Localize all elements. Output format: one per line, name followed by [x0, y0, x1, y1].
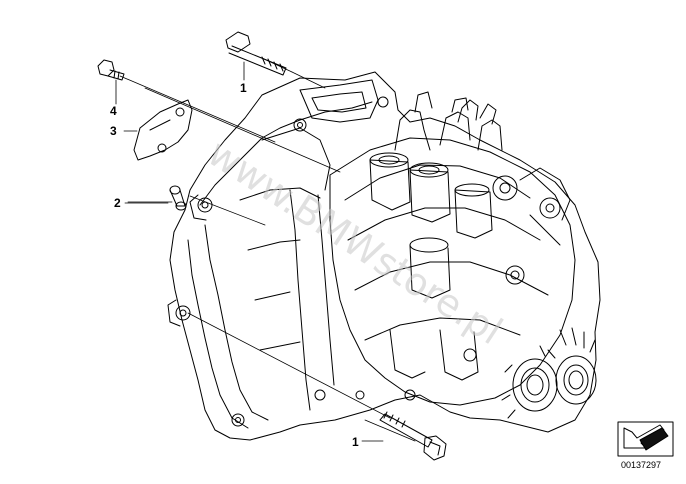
- callout-bolt-small: 4: [110, 104, 117, 118]
- callout-bolt-bottom: 1: [352, 435, 359, 449]
- callout-sleeve: 2: [114, 196, 121, 210]
- bolt-small-part: [97, 59, 125, 81]
- bolt-top-part: [225, 31, 287, 76]
- bracket-part: [133, 99, 193, 161]
- bolt-bottom-part: [379, 411, 447, 461]
- transmission-housing: [167, 71, 601, 441]
- direction-arrow-icon: [617, 421, 674, 457]
- sleeve-part: [169, 185, 187, 211]
- callout-bracket: 3: [110, 124, 117, 138]
- callout-bolt-top: 1: [240, 81, 247, 95]
- watermark-text: www.BMWstore.pl: [200, 131, 510, 354]
- document-number: 00137297: [621, 460, 661, 470]
